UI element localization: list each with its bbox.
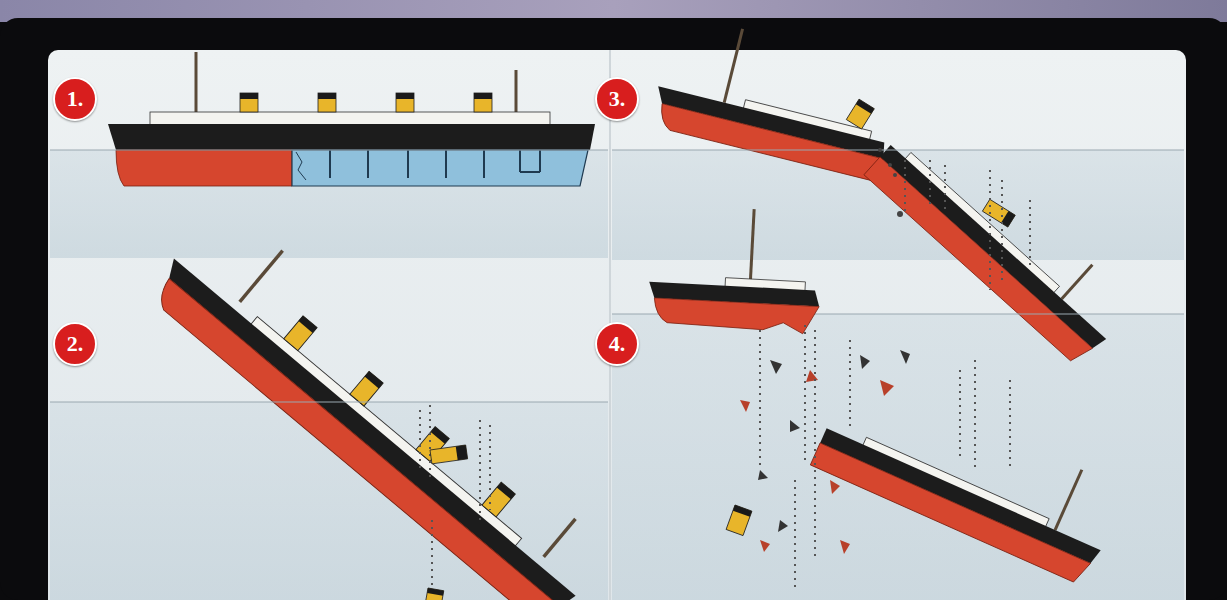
- callout-text: 2.: [67, 333, 84, 355]
- callout-text: 1.: [67, 88, 84, 110]
- callout-number: 4.: [595, 322, 639, 366]
- callout-number: 1.: [53, 77, 97, 121]
- callout-number: 2.: [53, 322, 97, 366]
- callout-number: 3.: [595, 77, 639, 121]
- callout-text: 4.: [609, 333, 626, 355]
- callout-text: 3.: [609, 88, 626, 110]
